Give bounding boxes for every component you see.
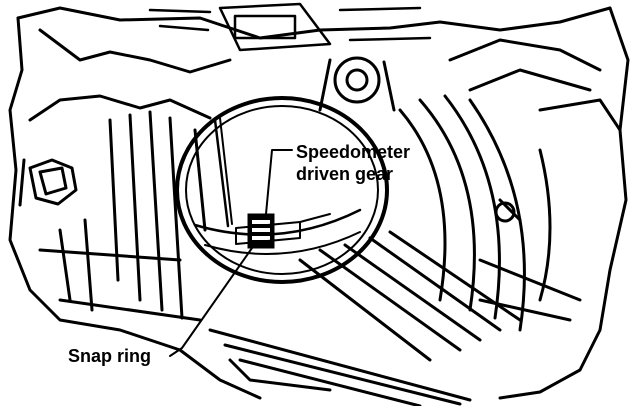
speedometer-driven-gear — [235, 213, 331, 249]
speedometer-leader — [265, 149, 293, 215]
drain-bolt — [18, 158, 78, 207]
speedometer-bore — [175, 96, 389, 284]
label-speedometer-line2: driven gear — [296, 164, 393, 184]
left-ribs — [38, 110, 207, 322]
snap-ring-leader — [169, 247, 253, 357]
leader-lines — [169, 149, 293, 357]
label-speedometer-line1: Speedometer — [296, 142, 410, 162]
transmission-housing — [8, 6, 630, 400]
mounting-boss — [318, 56, 396, 112]
label-snap-ring: Snap ring — [68, 346, 151, 366]
top-plate — [148, 2, 432, 52]
bottom-fins — [208, 230, 522, 408]
right-ribs — [398, 94, 582, 332]
